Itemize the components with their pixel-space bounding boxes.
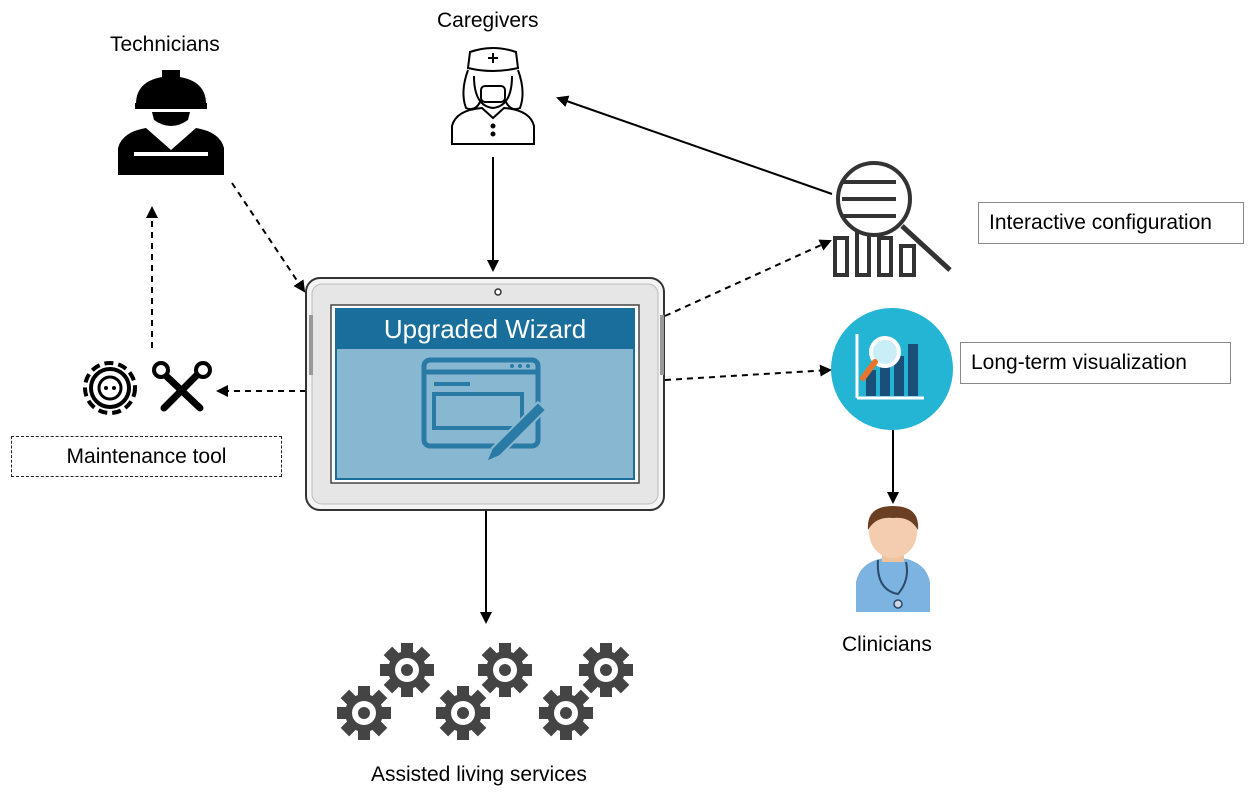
long-term-visualization-label: Long-term visualization [971,351,1187,374]
technicians-label: Technicians [110,33,220,56]
tablet-device [305,277,665,511]
wizard-header [336,309,634,349]
maintenance-tool-label: Maintenance tool [66,444,227,468]
gear-wrench-icon [83,361,212,415]
clinicians-label: Clinicians [842,633,932,656]
arrow-configuration-to-caregivers [556,95,833,195]
chart-magnifier-icon [833,161,952,277]
doctor-icon [856,506,930,612]
wizard-form-edit-icon [421,357,548,464]
gears-icon [337,643,633,740]
caregivers-label: Caregivers [437,9,539,32]
arrow-tablet-to-configuration [664,239,832,317]
long-term-visualization-box: Long-term visualization [960,342,1231,384]
wizard-title: Upgraded Wizard [383,314,587,344]
analytics-icon [831,308,953,430]
arrow-tablet-to-visualization [664,364,832,381]
arrow-technicians-to-tablet [231,182,306,293]
nurse-icon [451,47,535,145]
interactive-configuration-box: Interactive configuration [978,202,1244,244]
technician-icon [118,70,224,175]
assisted-living-label: Assisted living services [371,763,587,786]
interactive-configuration-label: Interactive configuration [989,211,1212,234]
connectors [146,95,899,624]
maintenance-tool-box: Maintenance tool [11,436,282,477]
